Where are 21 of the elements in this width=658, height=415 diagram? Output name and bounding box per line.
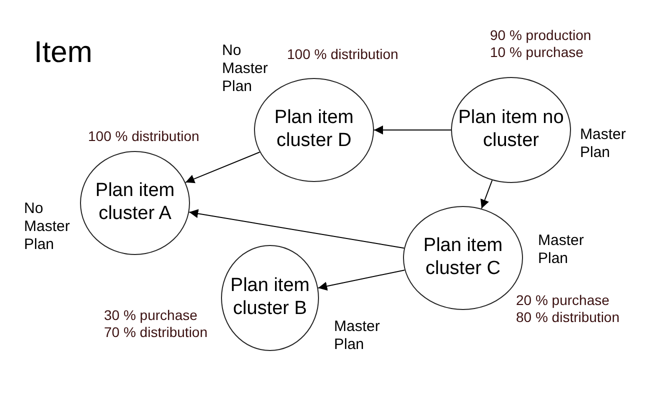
share-note: 20 % purchase 80 % distribution — [516, 292, 621, 326]
node-label: Plan item cluster D — [273, 107, 355, 153]
node-label: Plan item cluster B — [229, 275, 311, 321]
share-note: 30 % purchase 70 % distribution — [104, 307, 209, 341]
plan-status-note: Master Plan — [580, 126, 627, 162]
share-note: 100 % distribution — [287, 46, 400, 63]
node-label: Plan item cluster A — [94, 180, 176, 226]
node-label: Plan item cluster C — [422, 235, 504, 281]
node-label: Plan item no cluster — [457, 107, 565, 153]
share-note: 90 % production 10 % purchase — [490, 27, 592, 61]
arrow — [188, 209, 405, 249]
arrow — [185, 152, 260, 184]
arrow — [374, 126, 452, 134]
arrow — [318, 270, 406, 291]
plan-status-note: No Master Plan — [24, 200, 71, 254]
plan-status-note: No Master Plan — [222, 42, 269, 96]
diagram-title: Item — [34, 38, 92, 68]
arrow — [480, 180, 493, 210]
share-note: 100 % distribution — [88, 128, 200, 145]
plan-status-note: Master Plan — [334, 318, 381, 354]
plan-status-note: Master Plan — [538, 232, 585, 268]
